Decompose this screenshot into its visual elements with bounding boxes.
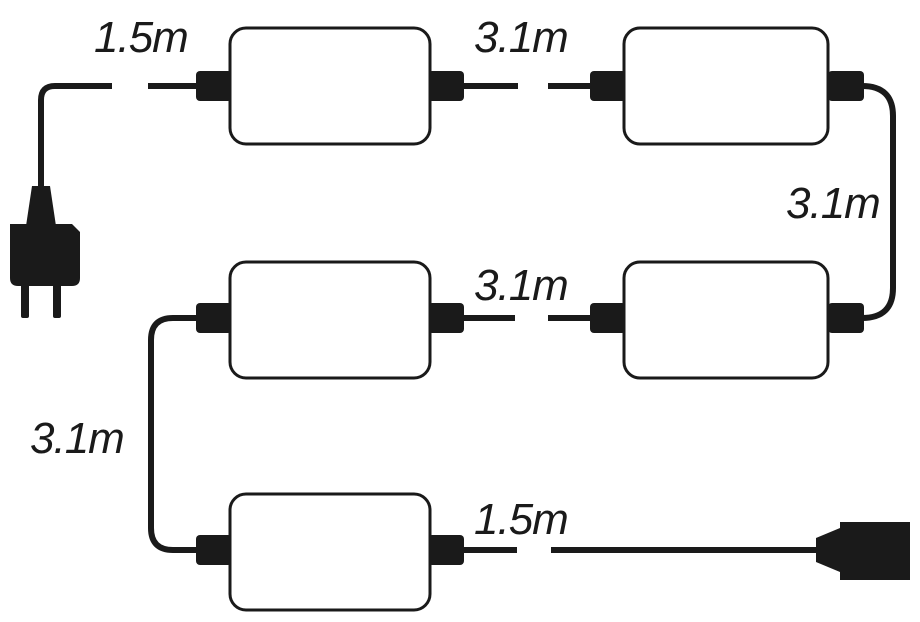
- device-box-1: [228, 26, 432, 146]
- length-label-lead-out: 1.5m: [474, 495, 568, 544]
- length-label-link-4-5: 3.1m: [30, 414, 124, 463]
- cable-lead-in: [38, 83, 112, 186]
- length-label-link-1-2: 3.1m: [474, 13, 568, 62]
- length-label-link-3-4: 3.1m: [474, 261, 568, 310]
- connectors: [196, 71, 864, 565]
- device-box-5: [228, 492, 432, 612]
- device-box-2: [622, 26, 830, 146]
- cable-link-3-5: [148, 315, 198, 553]
- length-label-lead-in: 1.5m: [94, 13, 188, 62]
- length-label-link-2-3: 3.1m: [786, 179, 880, 228]
- device-box-3: [228, 260, 432, 380]
- power-plug-icon: [10, 186, 80, 318]
- power-socket-icon: [816, 522, 910, 580]
- device-box-4: [622, 260, 830, 380]
- cable-link-2-4: [861, 83, 896, 321]
